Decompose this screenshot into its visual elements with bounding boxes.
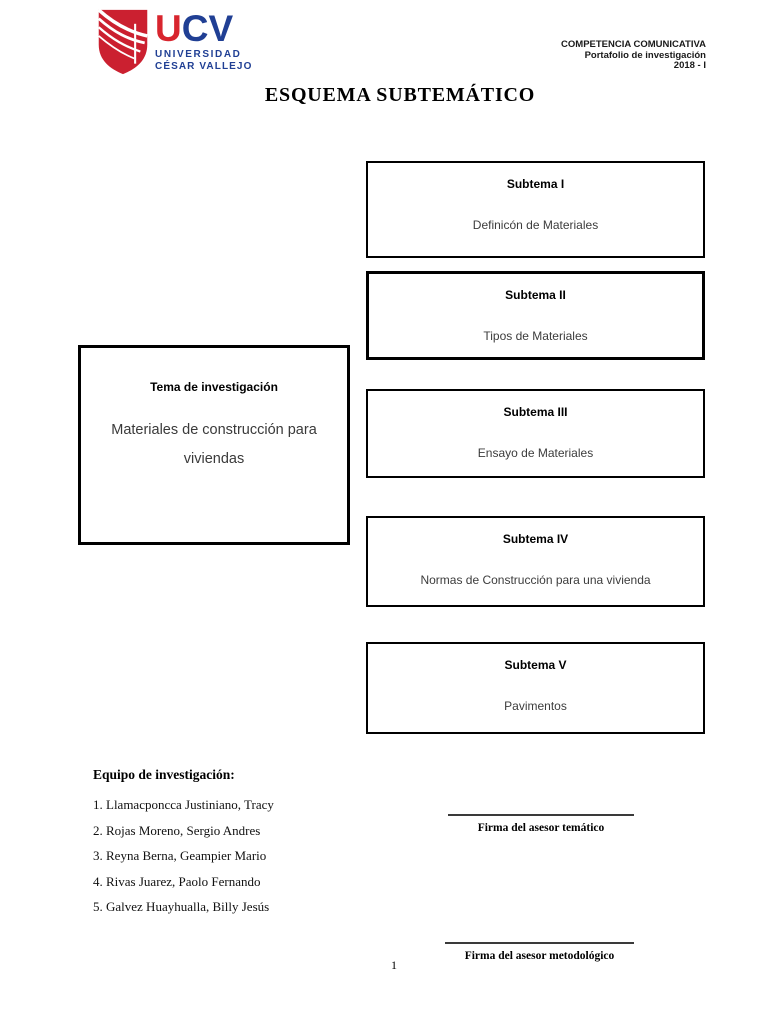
subtema-box-1: Subtema I Definicón de Materiales bbox=[366, 161, 705, 258]
ucv-cesar-vallejo-label: CÉSAR VALLEJO bbox=[155, 61, 253, 72]
signature-block-metodologico: Firma del asesor metodológico bbox=[445, 942, 634, 962]
ucv-shield-icon bbox=[97, 8, 148, 75]
header-course-name: COMPETENCIA COMUNICATIVA bbox=[561, 39, 706, 50]
subtema-box-2: Subtema II Tipos de Materiales bbox=[366, 271, 705, 360]
subtema-3-heading: Subtema III bbox=[503, 405, 568, 419]
subtema-4-body: Normas de Construcción para una vivienda bbox=[420, 573, 651, 587]
ucv-logo-text: UCV UNIVERSIDAD CÉSAR VALLEJO bbox=[155, 10, 252, 76]
subtema-1-body: Definicón de Materiales bbox=[472, 218, 599, 232]
ucv-acronym-u: U bbox=[155, 8, 182, 49]
ucv-acronym-cv: CV bbox=[181, 8, 234, 49]
subtema-5-body: Pavimentos bbox=[504, 699, 567, 713]
subtema-2-body: Tipos de Materiales bbox=[483, 329, 588, 343]
subtema-2-heading: Subtema II bbox=[505, 288, 566, 302]
subtema-box-5: Subtema V Pavimentos bbox=[366, 642, 705, 734]
equipo-member-5: 5. Galvez Huayhualla, Billy Jesús bbox=[93, 899, 270, 914]
subtema-box-3: Subtema III Ensayo de Materiales bbox=[366, 389, 705, 478]
signature-line bbox=[445, 942, 634, 944]
signature-line bbox=[448, 814, 634, 816]
signature-label-metodologico: Firma del asesor metodológico bbox=[464, 950, 615, 962]
page-title: ESQUEMA SUBTEMÁTICO bbox=[264, 84, 536, 106]
tema-box: Tema de investigación Materiales de cons… bbox=[78, 345, 350, 545]
equipo-list: 1. Llamacponcca Justiniano, Tracy 2. Roj… bbox=[93, 792, 274, 920]
ucv-universidad-label: UNIVERSIDAD bbox=[155, 49, 242, 60]
page-number: 1 bbox=[391, 958, 397, 972]
ucv-logo: UCV UNIVERSIDAD CÉSAR VALLEJO bbox=[97, 8, 252, 76]
header-course-info: COMPETENCIA COMUNICATIVA Portafolio de i… bbox=[561, 39, 706, 72]
equipo-heading: Equipo de investigación: bbox=[93, 767, 235, 782]
signature-label-tematico: Firma del asesor temático bbox=[477, 822, 605, 834]
tema-heading: Tema de investigación bbox=[150, 380, 278, 394]
equipo-member-3: 3. Reyna Berna, Geampier Mario bbox=[93, 848, 267, 863]
subtema-4-heading: Subtema IV bbox=[502, 532, 569, 546]
subtema-3-body: Ensayo de Materiales bbox=[477, 446, 594, 460]
equipo-section: Equipo de investigación: 1. Llamacponcca… bbox=[93, 767, 274, 920]
subtema-1-heading: Subtema I bbox=[506, 177, 565, 191]
signature-block-tematico: Firma del asesor temático bbox=[448, 814, 634, 834]
equipo-member-4: 4. Rivas Juarez, Paolo Fernando bbox=[93, 873, 261, 889]
header-portfolio-label: Portafolio de investigación bbox=[584, 49, 706, 61]
ucv-acronym: UCV bbox=[155, 10, 252, 48]
equipo-member-2: 2. Rojas Moreno, Sergio Andres bbox=[93, 822, 261, 838]
subtema-box-4: Subtema IV Normas de Construcción para u… bbox=[366, 516, 705, 607]
subtema-5-heading: Subtema V bbox=[504, 658, 567, 672]
tema-body: Materiales de construcción para vivienda… bbox=[111, 422, 317, 467]
equipo-member-1: 1. Llamacponcca Justiniano, Tracy bbox=[93, 797, 274, 812]
header-term-label: 2018 - I bbox=[673, 60, 706, 71]
